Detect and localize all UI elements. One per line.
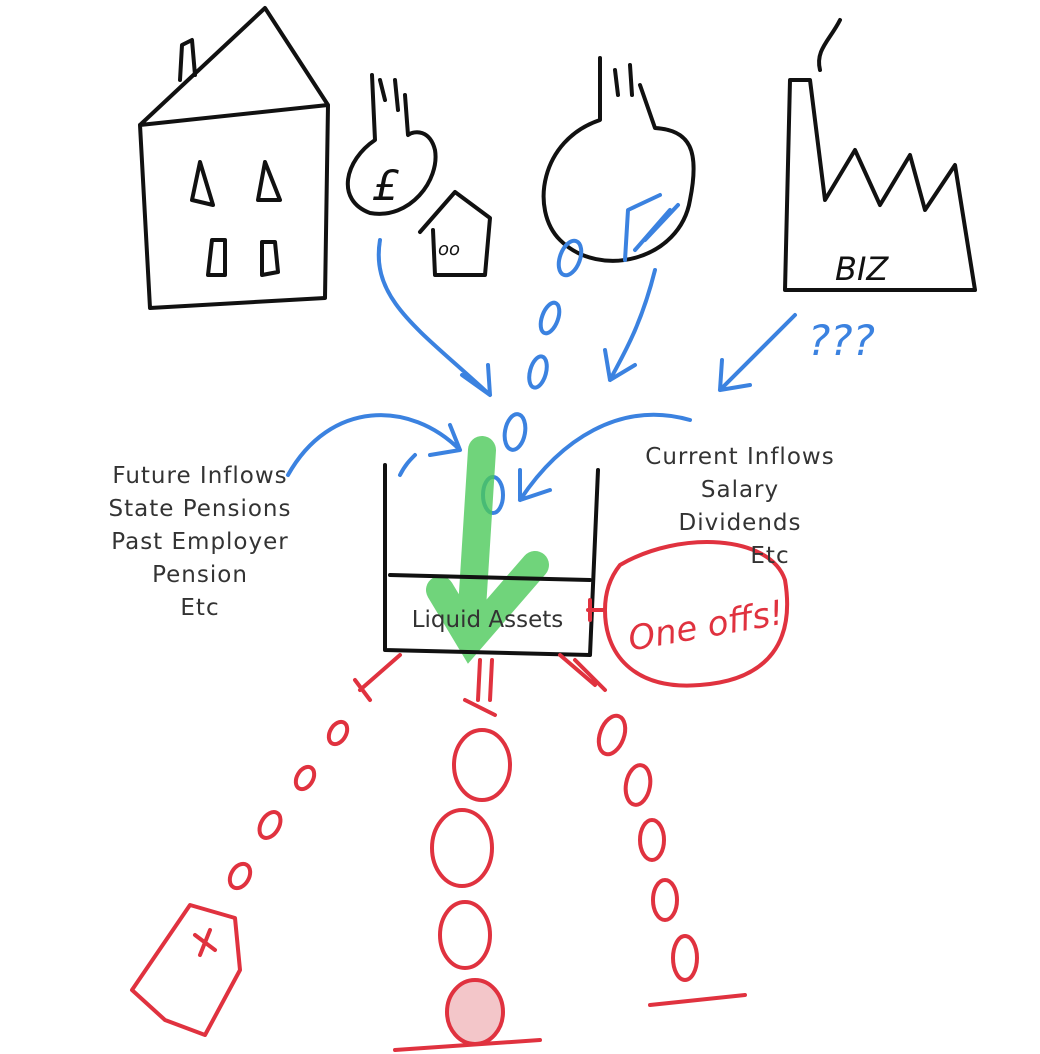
one-offs-text: One offs!	[625, 593, 786, 660]
coffin-icon	[130, 903, 242, 1037]
business-label: BIZ	[835, 250, 889, 288]
label-line: Current Inflows	[645, 444, 835, 470]
liquid-assets-label: Liquid Assets	[411, 607, 564, 633]
future-inflows-label: Future Inflows State Pensions Past Emplo…	[95, 460, 305, 625]
growth-arrow	[426, 436, 549, 664]
house-mark: oo	[438, 239, 460, 260]
label-line: Pension	[152, 562, 248, 588]
question-marks: ???	[808, 316, 875, 365]
inflow-arrows	[286, 238, 797, 502]
money-bag-icon: £	[345, 73, 438, 216]
coins-falling	[481, 238, 584, 515]
factory-icon: BIZ	[783, 18, 977, 292]
liquid-assets-bucket	[383, 463, 600, 657]
label-line: Salary	[700, 477, 780, 503]
label-line: Future Inflows	[112, 463, 288, 489]
small-house-icon: oo	[418, 190, 492, 277]
outflows	[130, 653, 747, 1052]
label-line: State Pensions	[108, 496, 292, 522]
current-inflows-label: Current Inflows Salary Dividends Etc	[630, 441, 850, 573]
label-line: Past Employer	[111, 529, 289, 555]
house-icon	[138, 6, 330, 310]
label-line: Dividends	[678, 510, 802, 536]
label-line: Etc	[750, 543, 790, 569]
pound-sign: £	[372, 161, 399, 210]
large-money-bag-icon	[541, 56, 696, 263]
label-line: Etc	[180, 595, 220, 621]
